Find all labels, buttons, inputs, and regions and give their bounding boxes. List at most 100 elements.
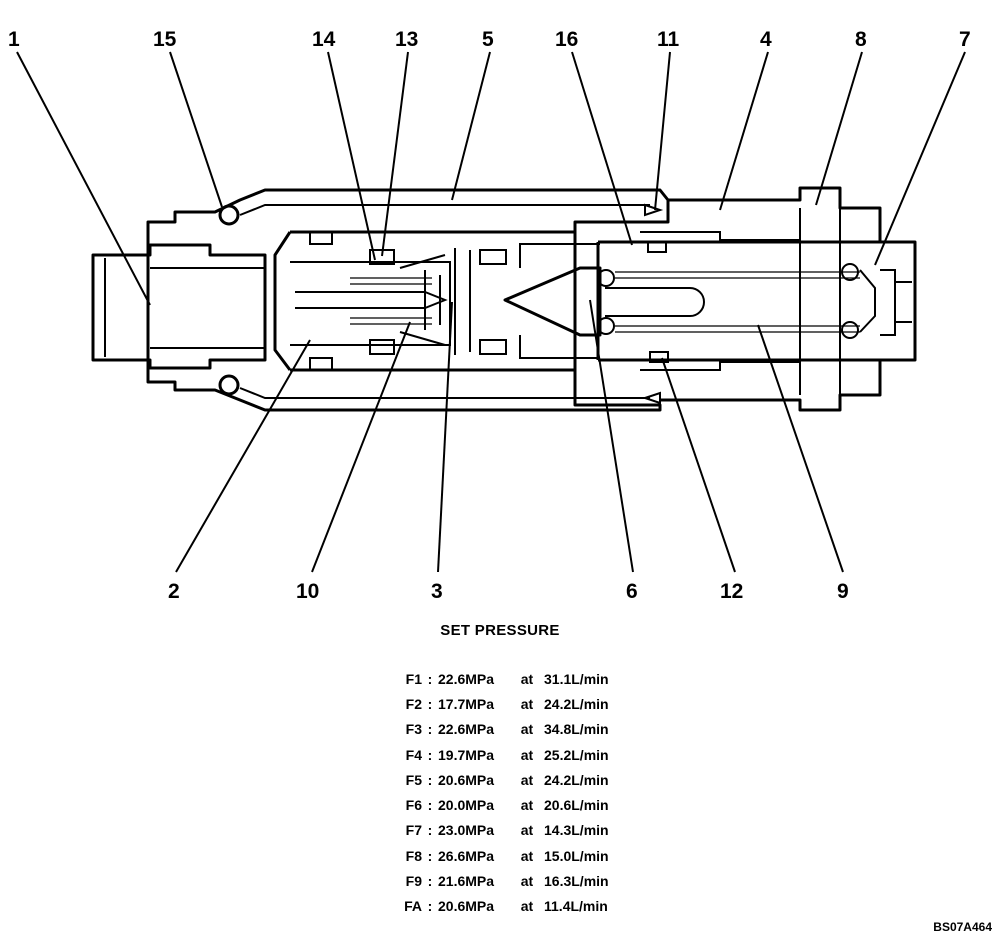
set-pressure-title: SET PRESSURE bbox=[440, 622, 560, 639]
leader-16 bbox=[571, 51, 633, 246]
leader-12 bbox=[661, 357, 736, 573]
plunger-bore bbox=[273, 230, 575, 372]
pressure-row-at: at bbox=[520, 721, 534, 738]
pressure-row-name: F3 bbox=[405, 721, 422, 738]
adjusting-screw-body bbox=[91, 243, 267, 370]
callout-numbers: 1 15 14 13 5 16 11 4 8 7 2 10 3 6 12 9 bbox=[8, 28, 971, 600]
callout-9: 9 bbox=[837, 580, 849, 600]
leader-5 bbox=[451, 51, 491, 201]
pressure-row-separator: : bbox=[427, 670, 433, 687]
spring-rod bbox=[605, 287, 705, 317]
pressure-row-flow: 24.2L/min bbox=[544, 695, 609, 712]
main-poppet-6 bbox=[503, 266, 602, 337]
pressure-row: F7:23.0MPa at 14.3L/min bbox=[392, 818, 609, 843]
pressure-row-pressure: 20.6MPa bbox=[438, 898, 495, 915]
pressure-row-at: at bbox=[520, 873, 534, 890]
pressure-row-separator: : bbox=[427, 746, 433, 763]
pressure-row: F6:20.0MPa at 20.6L/min bbox=[392, 792, 609, 817]
pressure-row-pressure: 21.6MPa bbox=[438, 873, 495, 890]
pressure-row-flow: 14.3L/min bbox=[544, 822, 609, 839]
leader-3 bbox=[437, 301, 453, 573]
pressure-row-pressure: 22.6MPa bbox=[438, 721, 495, 738]
plug-7 bbox=[880, 269, 912, 336]
pressure-row-name: FA bbox=[404, 898, 422, 915]
pressure-row-pressure: 23.0MPa bbox=[438, 822, 495, 839]
leader-10 bbox=[311, 321, 411, 573]
pressure-row-flow: 16.3L/min bbox=[544, 873, 609, 890]
callout-14: 14 bbox=[312, 28, 336, 51]
pressure-row-name: F9 bbox=[405, 873, 422, 890]
pressure-row-flow: 25.2L/min bbox=[544, 746, 609, 763]
pressure-row-flow: 15.0L/min bbox=[544, 847, 609, 864]
o-ring-12 bbox=[649, 351, 669, 363]
pressure-row-at: at bbox=[520, 746, 534, 763]
seat-3 bbox=[454, 248, 471, 355]
seal-11 bbox=[644, 203, 664, 217]
callout-2: 2 bbox=[168, 580, 180, 600]
pressure-row-at: at bbox=[520, 797, 534, 814]
pressure-row-separator: : bbox=[427, 847, 433, 864]
pressure-row-pressure: 20.6MPa bbox=[438, 771, 495, 788]
o-ring-15 bbox=[218, 204, 240, 226]
callout-11: 11 bbox=[657, 28, 680, 51]
pressure-row-pressure: 26.6MPa bbox=[438, 847, 495, 864]
pressure-row-name: F5 bbox=[405, 771, 422, 788]
pressure-row: FA:20.6MPa at 11.4L/min bbox=[392, 894, 609, 919]
pressure-row: F8:26.6MPa at 15.0L/min bbox=[392, 843, 609, 868]
leader-8 bbox=[815, 51, 863, 206]
leader-9 bbox=[757, 324, 844, 573]
pressure-row-separator: : bbox=[427, 721, 433, 738]
callout-15: 15 bbox=[153, 28, 177, 51]
pressure-row-flow: 20.6L/min bbox=[544, 797, 609, 814]
pressure-row-pressure: 20.0MPa bbox=[438, 797, 495, 814]
pressure-row-at: at bbox=[520, 847, 534, 864]
leader-13 bbox=[381, 51, 409, 257]
pressure-row-flow: 34.8L/min bbox=[544, 721, 609, 738]
pressure-row-separator: : bbox=[427, 898, 433, 915]
callout-4: 4 bbox=[760, 28, 772, 51]
pressure-row-name: F8 bbox=[405, 847, 422, 864]
leader-lines bbox=[16, 51, 966, 573]
callout-8: 8 bbox=[855, 28, 867, 51]
callout-10: 10 bbox=[296, 580, 319, 600]
pressure-row-separator: : bbox=[427, 695, 433, 712]
pressure-row-name: F2 bbox=[405, 695, 422, 712]
pressure-row: F9:21.6MPa at 16.3L/min bbox=[392, 868, 609, 893]
callout-13: 13 bbox=[395, 28, 418, 51]
pressure-row-at: at bbox=[520, 695, 534, 712]
pressure-row-at: at bbox=[520, 898, 534, 915]
pressure-row-flow: 11.4L/min bbox=[544, 898, 608, 915]
pressure-row-name: F6 bbox=[405, 797, 422, 814]
leader-11 bbox=[654, 51, 671, 211]
pressure-row: F3:22.6MPa at 34.8L/min bbox=[392, 717, 609, 742]
o-ring-14 bbox=[309, 231, 333, 245]
pressure-row-at: at bbox=[520, 670, 534, 687]
sleeve-outer bbox=[146, 188, 670, 412]
pressure-row-separator: : bbox=[427, 797, 433, 814]
main-spring-9 bbox=[615, 271, 860, 333]
pressure-row-at: at bbox=[520, 771, 534, 788]
pressure-row-separator: : bbox=[427, 822, 433, 839]
callout-7: 7 bbox=[959, 28, 971, 51]
lock-nut-8 bbox=[799, 208, 841, 395]
pressure-row-separator: : bbox=[427, 873, 433, 890]
pressure-row: F2:17.7MPa at 24.2L/min bbox=[392, 691, 609, 716]
pressure-row: F5:20.6MPa at 24.2L/min bbox=[392, 767, 609, 792]
pressure-row-pressure: 22.6MPa bbox=[438, 670, 495, 687]
relief-valve-cross-section: 1 15 14 13 5 16 11 4 8 7 2 10 3 6 12 9 bbox=[8, 28, 971, 600]
body-4 bbox=[660, 186, 917, 412]
leader-14 bbox=[327, 51, 376, 261]
pressure-row-at: at bbox=[520, 822, 534, 839]
callout-12: 12 bbox=[720, 580, 743, 600]
pressure-row-name: F1 bbox=[405, 670, 422, 687]
pressure-row-flow: 24.2L/min bbox=[544, 771, 609, 788]
leader-7 bbox=[874, 51, 966, 266]
pressure-row-pressure: 17.7MPa bbox=[438, 695, 495, 712]
pressure-row-separator: : bbox=[427, 771, 433, 788]
pressure-row-name: F7 bbox=[405, 822, 422, 839]
callout-3: 3 bbox=[431, 580, 443, 600]
leader-1 bbox=[16, 51, 151, 306]
